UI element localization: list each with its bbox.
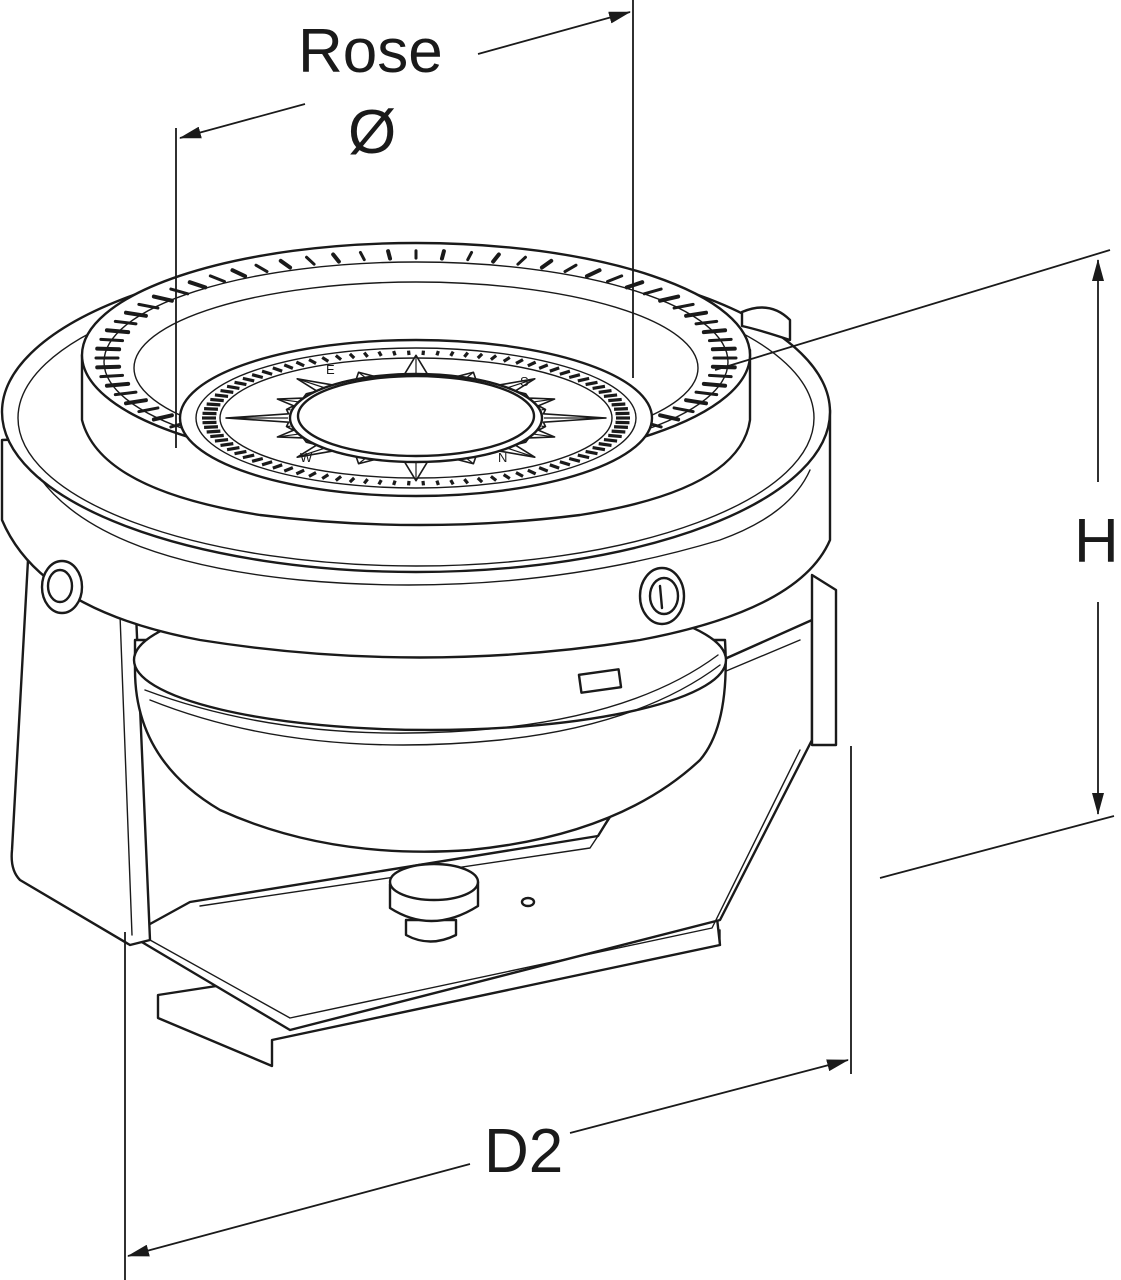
- compass-dome: [296, 374, 536, 458]
- rose-label: Rose: [298, 17, 443, 86]
- card-letter-e: E: [326, 362, 335, 377]
- mounting-bracket: [10, 520, 838, 1068]
- dimension-height: H: [714, 249, 1119, 879]
- dimension-rose-diameter: Rose Ø: [175, 0, 634, 448]
- depth-label: D2: [484, 1117, 563, 1186]
- height-label: H: [1074, 507, 1119, 576]
- card-letter-s: S: [520, 374, 529, 389]
- bracket-thumb-knob: [388, 862, 536, 943]
- pivot-screw-left: [40, 559, 84, 615]
- card-letter-n: N: [498, 450, 507, 465]
- bracket-arm-right: [810, 573, 838, 747]
- compass-card: E S N W: [178, 338, 654, 498]
- diameter-symbol: Ø: [348, 98, 396, 167]
- small-screw: [520, 896, 536, 908]
- card-degree-ticks: [202, 350, 630, 486]
- pivot-screw-right: [638, 566, 686, 626]
- dimension-depth-d2: D2: [124, 746, 852, 1280]
- card-letter-w: W: [300, 450, 313, 465]
